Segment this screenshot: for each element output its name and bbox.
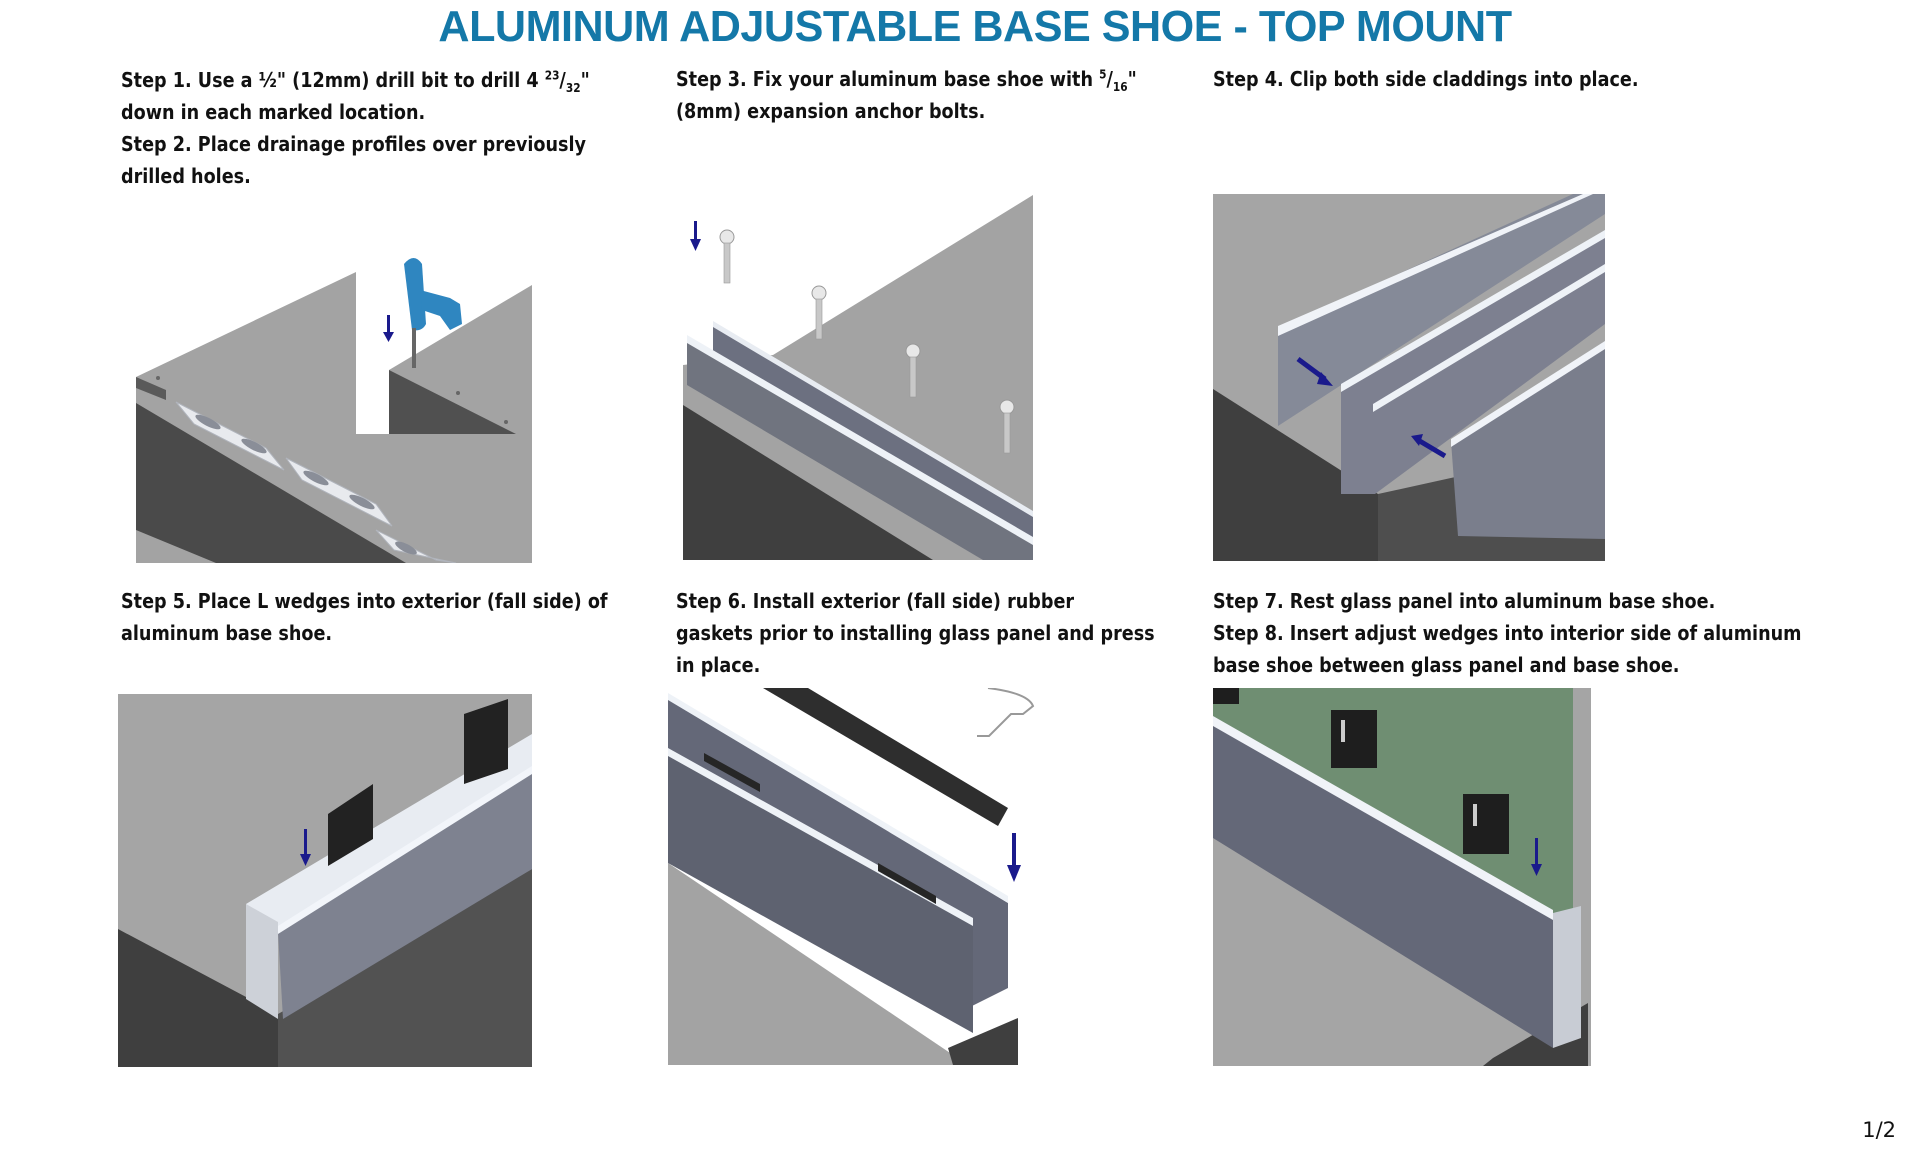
step-3-text-line2: (8mm) expansion anchor bolts. — [676, 99, 986, 123]
step-7-text: Step 7. Rest glass panel into aluminum b… — [1213, 589, 1716, 613]
drainage-profile-2 — [285, 457, 393, 527]
down-arrow-icon — [383, 315, 394, 342]
concrete-notch-side — [389, 370, 516, 434]
drainage-profile-3 — [375, 529, 457, 563]
base-shoe-top — [246, 734, 532, 934]
anchor-bolt-2 — [811, 285, 827, 340]
step-1-2-instructions: Step 1. Use a ½" (12mm) drill bit to dri… — [121, 64, 590, 192]
step-3-instructions: Step 3. Fix your aluminum base shoe with… — [676, 63, 1137, 127]
step-7-8-instructions: Step 7. Rest glass panel into aluminum b… — [1213, 585, 1801, 681]
base-shoe-outer-wall — [668, 753, 973, 1033]
cladding-inner — [1278, 194, 1605, 426]
step-2-text-line2: drilled holes. — [121, 164, 251, 188]
concrete-slab-side-right — [278, 869, 532, 1067]
concrete-slab-side-left — [118, 929, 278, 1067]
down-arrow-icon — [690, 221, 701, 251]
drainage-profile-1 — [175, 401, 285, 471]
anchor-bolt-3 — [905, 343, 921, 398]
step-5-text-line2: aluminum base shoe. — [121, 621, 333, 645]
step-1-text: Step 1. Use a ½" (12mm) drill bit to dri… — [121, 68, 590, 95]
down-arrow-icon — [1531, 838, 1542, 876]
adjust-wedge-3 — [1213, 688, 1239, 704]
concrete-slab-side — [136, 377, 406, 563]
step-6-text-line3: in place. — [676, 653, 761, 677]
cladding-outer — [1451, 344, 1605, 539]
figure-step-4 — [1213, 194, 1605, 561]
step-4-text: Step 4. Clip both side claddings into pl… — [1213, 67, 1639, 91]
base-shoe-outer-wall — [278, 769, 532, 1019]
l-wedge-2 — [464, 699, 508, 784]
figure-step-6 — [668, 688, 1060, 1065]
step-3-text: Step 3. Fix your aluminum base shoe with… — [676, 67, 1137, 94]
adjust-wedge-2 — [1463, 794, 1509, 854]
page-number: 1/2 — [1862, 1118, 1896, 1142]
anchor-bolt-1 — [719, 229, 735, 284]
figure-step-1-2 — [136, 250, 532, 563]
wedge-1 — [704, 753, 760, 792]
gasket-profile-icon — [977, 688, 1035, 737]
anchor-bolt-4 — [999, 399, 1015, 454]
down-arrow-icon — [300, 829, 311, 866]
concrete-slab-side-left — [1213, 389, 1378, 561]
arrow-right-icon — [1296, 356, 1333, 386]
document-title: ALUMINUM ADJUSTABLE BASE SHOE - TOP MOUN… — [438, 2, 1512, 51]
step-1-text-line2: down in each marked location. — [121, 100, 426, 124]
step-2-text: Step 2. Place drainage profiles over pre… — [121, 132, 586, 156]
adjust-wedge-1 — [1331, 710, 1377, 768]
figure-step-5 — [118, 694, 532, 1067]
figure-step-3 — [683, 195, 1033, 560]
arrow-left-icon — [1411, 434, 1447, 459]
down-arrow-icon — [1007, 833, 1021, 882]
concrete-slab-side — [683, 405, 933, 560]
figure-step-7-8 — [1213, 688, 1591, 1066]
l-wedge-1 — [328, 784, 373, 866]
base-shoe-channel — [1341, 234, 1605, 494]
step-6-text: Step 6. Install exterior (fall side) rub… — [676, 589, 1075, 613]
step-4-instructions: Step 4. Clip both side claddings into pl… — [1213, 63, 1639, 95]
wedge-2 — [878, 863, 936, 904]
step-8-text-line2: base shoe between glass panel and base s… — [1213, 653, 1680, 677]
step-6-text-line2: gaskets prior to installing glass panel … — [676, 621, 1155, 645]
base-shoe-outer-wall — [687, 339, 1033, 560]
concrete-slab-side — [948, 1018, 1018, 1065]
step-5-instructions: Step 5. Place L wedges into exterior (fa… — [121, 585, 608, 649]
rubber-gasket — [763, 688, 1008, 826]
base-shoe-outer-wall — [1213, 718, 1553, 1048]
step-5-text: Step 5. Place L wedges into exterior (fa… — [121, 589, 608, 613]
corner-cutout — [356, 272, 389, 434]
drill-icon — [404, 258, 462, 368]
step-6-instructions: Step 6. Install exterior (fall side) rub… — [676, 585, 1155, 681]
concrete-slab-top — [668, 863, 968, 1065]
step-8-text: Step 8. Insert adjust wedges into interi… — [1213, 621, 1802, 645]
